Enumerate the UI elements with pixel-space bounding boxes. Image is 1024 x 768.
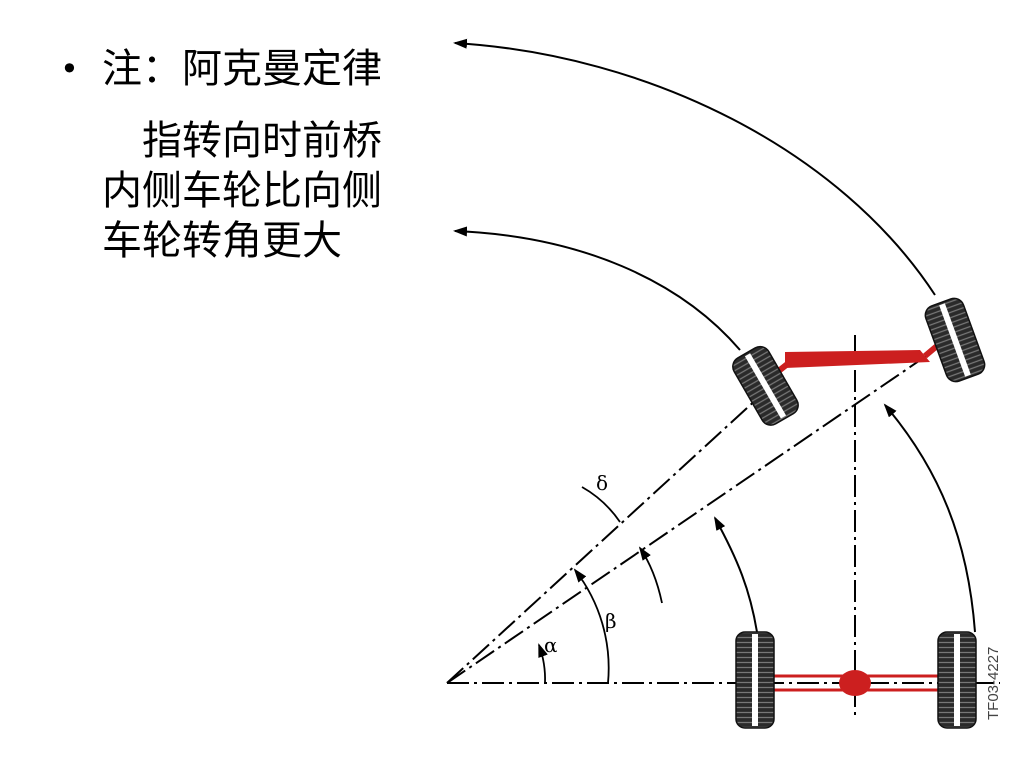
delta-arc-upper bbox=[581, 486, 621, 523]
figure-code-label: TF03-4227 bbox=[985, 646, 1002, 720]
travel-arcs bbox=[453, 38, 976, 633]
bullet-icon: • bbox=[60, 50, 79, 88]
alpha-arc bbox=[538, 643, 548, 684]
rear-differential bbox=[839, 670, 871, 696]
dash-dot-lines bbox=[446, 335, 1000, 720]
outer-wheel-axis-line bbox=[446, 349, 936, 684]
rear-right-wheel bbox=[937, 631, 977, 729]
angle-arcs bbox=[538, 486, 663, 684]
inner-front-arc bbox=[453, 226, 741, 351]
front-axle bbox=[732, 297, 986, 426]
alpha-label: α bbox=[544, 633, 558, 657]
rear-left-wheel bbox=[735, 631, 775, 729]
delta-label: δ bbox=[596, 471, 608, 495]
delta-arc-lower bbox=[638, 546, 663, 604]
rear-axle bbox=[735, 631, 977, 729]
beta-label: β bbox=[605, 609, 617, 633]
front-left-wheel bbox=[732, 345, 799, 426]
angle-labels: δ β α bbox=[544, 471, 617, 657]
front-right-wheel bbox=[924, 297, 986, 383]
outer-rear-arc bbox=[883, 403, 976, 633]
bullet-heading-text: 注：阿克曼定律 bbox=[102, 46, 382, 92]
ackermann-diagram: δ β α bbox=[446, 38, 1000, 729]
front-tie-rod bbox=[785, 350, 930, 368]
text-block: • 注：阿克曼定律 指转向时前桥内侧车轮比向侧车轮转角更大 bbox=[60, 44, 390, 266]
body-text-content: 指转向时前桥内侧车轮比向侧车轮转角更大 bbox=[102, 118, 382, 264]
inner-wheel-axis-line bbox=[446, 374, 784, 684]
outer-front-arc bbox=[453, 38, 936, 296]
body-text: 指转向时前桥内侧车轮比向侧车轮转角更大 bbox=[60, 116, 390, 266]
beta-arc bbox=[573, 568, 610, 684]
inner-rear-arc bbox=[714, 516, 758, 633]
bullet-heading: • 注：阿克曼定律 bbox=[60, 44, 390, 94]
